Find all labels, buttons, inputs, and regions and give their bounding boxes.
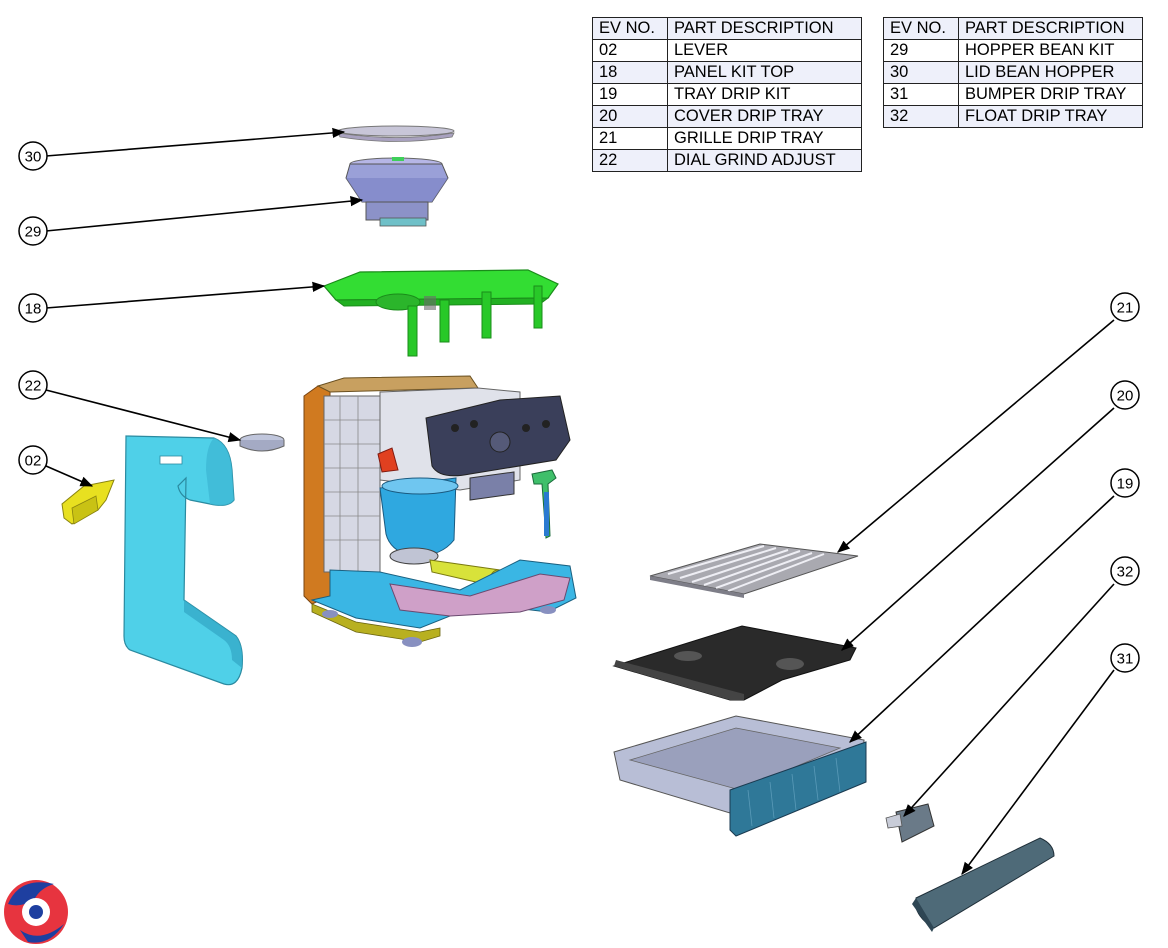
callout-20-label: 20 — [1117, 388, 1134, 405]
ev-no-cell: 31 — [883, 83, 959, 106]
ev-no-header: EV NO. — [592, 17, 668, 40]
parts-table-left: EV NO. PART DESCRIPTION 02 LEVER 18 PANE… — [592, 17, 862, 172]
part-description-cell: FLOAT DRIP TRAY — [958, 105, 1143, 128]
leader-arrow-20 — [841, 407, 1115, 651]
company-logo — [4, 880, 68, 944]
callout-30: 30 — [18, 141, 48, 171]
ev-no-cell: 30 — [883, 61, 959, 84]
table-row: 32 FLOAT DRIP TRAY — [883, 105, 1143, 128]
callout-22-label: 22 — [25, 378, 42, 395]
part-description-cell: GRILLE DRIP TRAY — [667, 127, 862, 150]
callout-19-label: 19 — [1117, 476, 1134, 493]
table-row: 31 BUMPER DRIP TRAY — [883, 83, 1143, 106]
table-row: 21 GRILLE DRIP TRAY — [592, 127, 862, 150]
ev-no-cell: 22 — [592, 149, 668, 172]
tray-drip-kit-part — [613, 715, 867, 837]
callout-22: 22 — [18, 370, 48, 400]
leader-arrow-22 — [45, 389, 242, 443]
callout-20: 20 — [1110, 380, 1140, 410]
leader-arrow-19 — [849, 495, 1115, 743]
callout-19: 19 — [1110, 468, 1140, 498]
part-description-cell: LID BEAN HOPPER — [958, 61, 1143, 84]
callout-31: 31 — [1110, 643, 1140, 673]
table-row: 19 TRAY DRIP KIT — [592, 83, 862, 106]
side-panel-part — [123, 435, 243, 686]
callout-29-label: 29 — [25, 224, 42, 241]
part-description-cell: DIAL GRIND ADJUST — [667, 149, 862, 172]
lever-part — [61, 479, 115, 525]
part-description-cell: PANEL KIT TOP — [667, 61, 862, 84]
ev-no-cell: 20 — [592, 105, 668, 128]
part-description-cell: BUMPER DRIP TRAY — [958, 83, 1143, 106]
part-description-header: PART DESCRIPTION — [667, 17, 862, 40]
ev-no-cell: 29 — [883, 39, 959, 62]
leader-arrow-18 — [45, 281, 326, 309]
part-description-cell: HOPPER BEAN KIT — [958, 39, 1143, 62]
parts-table-header-row: EV NO. PART DESCRIPTION — [883, 17, 1143, 40]
ev-no-cell: 18 — [592, 61, 668, 84]
table-row: 30 LID BEAN HOPPER — [883, 61, 1143, 84]
callout-30-label: 30 — [25, 149, 42, 166]
table-row: 18 PANEL KIT TOP — [592, 61, 862, 84]
callout-32-label: 32 — [1117, 564, 1134, 581]
bumper-drip-tray-part — [912, 837, 1055, 932]
cover-drip-tray-part — [612, 625, 857, 701]
leader-arrow-30 — [45, 127, 346, 157]
leader-arrows — [45, 127, 1115, 876]
leader-arrow-32 — [903, 583, 1115, 817]
ev-no-cell: 02 — [592, 39, 668, 62]
part-description-header: PART DESCRIPTION — [958, 17, 1143, 40]
leader-arrow-02 — [45, 465, 94, 487]
panel-kit-top-part — [322, 269, 559, 357]
parts-table-right: EV NO. PART DESCRIPTION 29 HOPPER BEAN K… — [883, 17, 1143, 128]
lid-bean-hopper-part — [337, 125, 455, 142]
espresso-machine-body — [303, 375, 577, 647]
callout-32: 32 — [1110, 556, 1140, 586]
part-description-cell: COVER DRIP TRAY — [667, 105, 862, 128]
callout-18: 18 — [18, 293, 48, 323]
callout-21: 21 — [1110, 292, 1140, 322]
part-description-cell: TRAY DRIP KIT — [667, 83, 862, 106]
table-row: 20 COVER DRIP TRAY — [592, 105, 862, 128]
leader-arrow-21 — [837, 319, 1115, 553]
leader-arrow-31 — [961, 669, 1115, 876]
ev-no-cell: 21 — [592, 127, 668, 150]
callout-21-label: 21 — [1117, 300, 1134, 317]
table-row: 22 DIAL GRIND ADJUST — [592, 149, 862, 172]
parts-table-header-row: EV NO. PART DESCRIPTION — [592, 17, 862, 40]
callout-31-label: 31 — [1117, 651, 1134, 668]
part-description-cell: LEVER — [667, 39, 862, 62]
table-row: 02 LEVER — [592, 39, 862, 62]
callout-18-label: 18 — [25, 301, 42, 318]
callout-02: 02 — [18, 445, 48, 475]
callout-02-label: 02 — [25, 453, 42, 470]
ev-no-header: EV NO. — [883, 17, 959, 40]
hopper-bean-kit-part — [345, 157, 449, 227]
grille-drip-tray-part — [649, 543, 859, 598]
callout-29: 29 — [18, 216, 48, 246]
ev-no-cell: 32 — [883, 105, 959, 128]
leader-arrow-29 — [45, 196, 364, 232]
table-row: 29 HOPPER BEAN KIT — [883, 39, 1143, 62]
ev-no-cell: 19 — [592, 83, 668, 106]
dial-grind-adjust-part — [239, 433, 285, 452]
